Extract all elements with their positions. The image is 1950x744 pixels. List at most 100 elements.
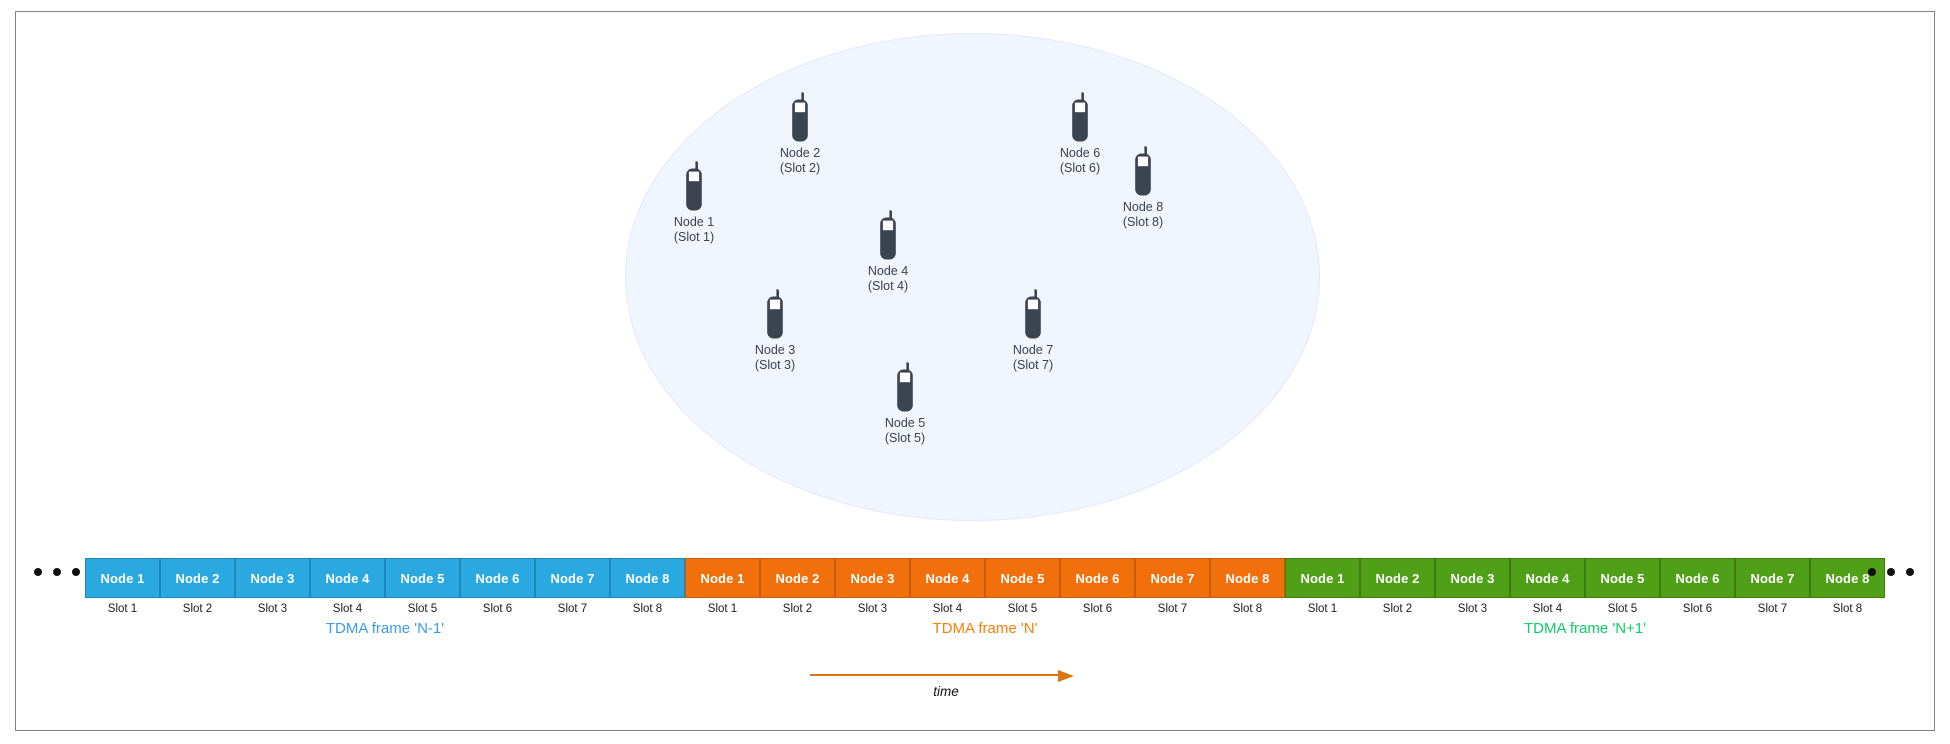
slot-column: Node 5 Slot 5 xyxy=(385,558,460,615)
slot-column: Node 7 Slot 7 xyxy=(1135,558,1210,615)
slot-block[interactable]: Node 7 xyxy=(1135,558,1210,598)
slot-column: Node 7 Slot 7 xyxy=(535,558,610,615)
slot-block[interactable]: Node 2 xyxy=(760,558,835,598)
slot-block[interactable]: Node 8 xyxy=(610,558,685,598)
slot-block[interactable]: Node 1 xyxy=(85,558,160,598)
mobile-phone-icon xyxy=(880,210,896,260)
slot-column: Node 8 Slot 8 xyxy=(610,558,685,615)
slot-column: Node 6 Slot 6 xyxy=(1060,558,1135,615)
slot-block[interactable]: Node 3 xyxy=(835,558,910,598)
mobile-phone-icon xyxy=(1025,289,1041,339)
frame-label-1: TDMA frame 'N' xyxy=(932,620,1038,637)
dot-icon xyxy=(34,568,42,576)
slot-block[interactable]: Node 2 xyxy=(160,558,235,598)
dot-icon xyxy=(1906,568,1914,576)
mobile-phone-icon xyxy=(792,92,808,142)
network-node-3: Node 3(Slot 3) xyxy=(705,288,845,373)
slot-block[interactable]: Node 8 xyxy=(1210,558,1285,598)
slot-caption: Slot 8 xyxy=(1232,603,1263,615)
node-slot: (Slot 4) xyxy=(867,279,909,293)
slot-caption: Slot 8 xyxy=(1832,603,1863,615)
slot-block[interactable]: Node 4 xyxy=(910,558,985,598)
arrow-head-icon xyxy=(1058,670,1074,682)
slot-block[interactable]: Node 6 xyxy=(1660,558,1735,598)
slot-block[interactable]: Node 4 xyxy=(1510,558,1585,598)
slot-caption: Slot 5 xyxy=(1007,603,1038,615)
node-slot: (Slot 5) xyxy=(884,431,926,445)
slot-block[interactable]: Node 7 xyxy=(1735,558,1810,598)
slot-caption: Slot 1 xyxy=(107,603,138,615)
slot-column: Node 1 Slot 1 xyxy=(1285,558,1360,615)
slot-block[interactable]: Node 6 xyxy=(460,558,535,598)
node-name: Node 5 xyxy=(884,416,926,430)
slot-caption: Slot 3 xyxy=(1457,603,1488,615)
network-node-1: Node 1(Slot 1) xyxy=(624,160,764,245)
slot-block[interactable]: Node 5 xyxy=(1585,558,1660,598)
slot-column: Node 6 Slot 6 xyxy=(460,558,535,615)
mobile-phone-icon xyxy=(767,289,783,339)
timeline-ellipsis-right xyxy=(1868,568,1914,576)
node-name: Node 3 xyxy=(754,343,796,357)
slot-block[interactable]: Node 8 xyxy=(1810,558,1885,598)
slot-column: Node 5 Slot 5 xyxy=(985,558,1060,615)
slot-block[interactable]: Node 4 xyxy=(310,558,385,598)
mobile-phone-icon xyxy=(686,161,702,211)
slot-column: Node 3 Slot 3 xyxy=(835,558,910,615)
slot-block[interactable]: Node 3 xyxy=(1435,558,1510,598)
slot-block[interactable]: Node 5 xyxy=(385,558,460,598)
slot-block[interactable]: Node 1 xyxy=(685,558,760,598)
slot-column: Node 8 Slot 8 xyxy=(1210,558,1285,615)
dot-icon xyxy=(72,568,80,576)
slot-block[interactable]: Node 7 xyxy=(535,558,610,598)
node-label: Node 4(Slot 4) xyxy=(818,264,958,294)
slot-block[interactable]: Node 5 xyxy=(985,558,1060,598)
slot-caption: Slot 4 xyxy=(1532,603,1563,615)
mobile-phone-icon xyxy=(897,362,913,412)
slot-caption: Slot 3 xyxy=(857,603,888,615)
slot-caption: Slot 6 xyxy=(1682,603,1713,615)
slot-caption: Slot 8 xyxy=(632,603,663,615)
node-name: Node 7 xyxy=(1012,343,1054,357)
network-node-6: Node 6(Slot 6) xyxy=(1010,91,1150,176)
slot-caption: Slot 2 xyxy=(782,603,813,615)
node-label: Node 1(Slot 1) xyxy=(624,215,764,245)
slot-caption: Slot 4 xyxy=(932,603,963,615)
slot-caption: Slot 2 xyxy=(1382,603,1413,615)
slot-caption: Slot 7 xyxy=(1157,603,1188,615)
slot-block[interactable]: Node 3 xyxy=(235,558,310,598)
slot-block[interactable]: Node 6 xyxy=(1060,558,1135,598)
dot-icon xyxy=(1887,568,1895,576)
slot-column: Node 2 Slot 2 xyxy=(760,558,835,615)
frame-label-0: TDMA frame 'N-1' xyxy=(325,620,445,637)
node-label: Node 3(Slot 3) xyxy=(705,343,845,373)
slot-caption: Slot 6 xyxy=(482,603,513,615)
slot-caption: Slot 6 xyxy=(1082,603,1113,615)
slot-caption: Slot 7 xyxy=(557,603,588,615)
slot-caption: Slot 5 xyxy=(407,603,438,615)
slot-column: Node 1 Slot 1 xyxy=(685,558,760,615)
network-coverage-area: Node 1(Slot 1)Node 2(Slot 2)Node 3(Slot … xyxy=(625,33,1320,521)
slot-block[interactable]: Node 2 xyxy=(1360,558,1435,598)
mobile-phone-icon xyxy=(1072,92,1088,142)
slot-column: Node 8 Slot 8 xyxy=(1810,558,1885,615)
time-axis-line xyxy=(810,674,1062,677)
slot-block[interactable]: Node 1 xyxy=(1285,558,1360,598)
network-node-8: Node 8(Slot 8) xyxy=(1073,145,1213,230)
network-node-2: Node 2(Slot 2) xyxy=(730,91,870,176)
slot-caption: Slot 1 xyxy=(1307,603,1338,615)
dot-icon xyxy=(1868,568,1876,576)
node-slot: (Slot 6) xyxy=(1059,161,1101,175)
slot-column: Node 3 Slot 3 xyxy=(1435,558,1510,615)
time-axis-arrow xyxy=(810,670,1082,682)
node-label: Node 6(Slot 6) xyxy=(1010,146,1150,176)
slot-caption: Slot 1 xyxy=(707,603,738,615)
node-name: Node 6 xyxy=(1059,146,1101,160)
slot-column: Node 1 Slot 1 xyxy=(85,558,160,615)
mobile-phone-icon xyxy=(1135,146,1151,196)
timeline-ellipsis-left xyxy=(34,568,80,576)
